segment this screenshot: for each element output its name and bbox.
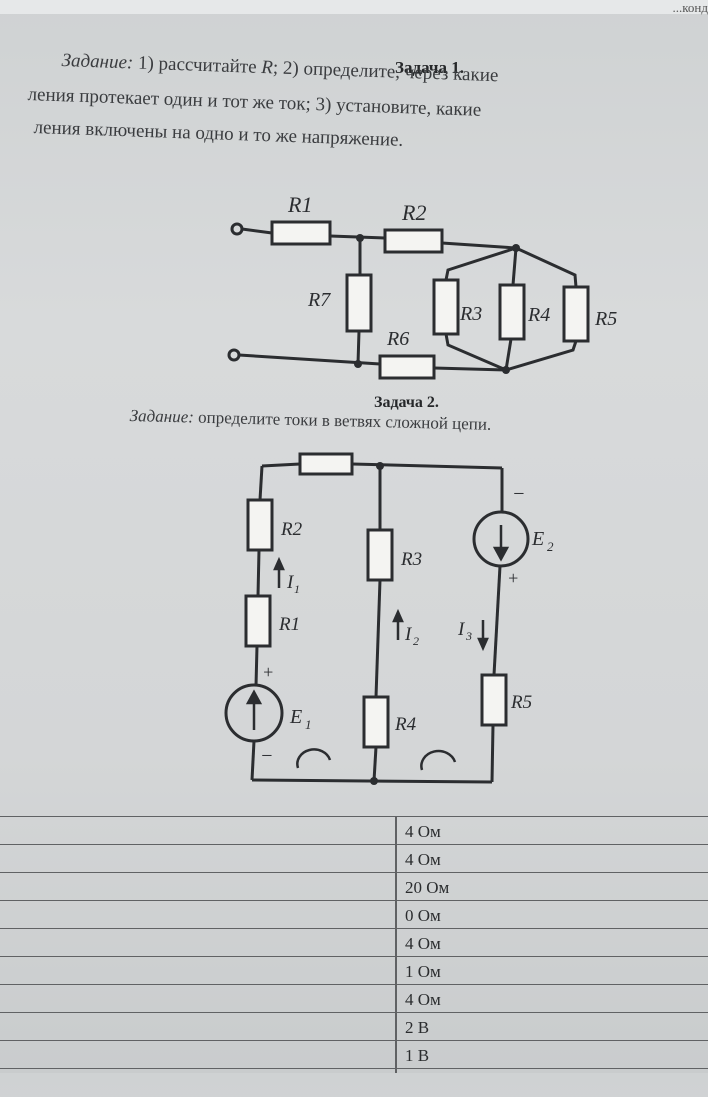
resistor-r3 <box>432 278 460 336</box>
label-i3: I <box>457 619 466 640</box>
terminal-top <box>230 222 244 236</box>
table-cell: 4 Ом <box>405 934 441 953</box>
resistor-r3-t2 <box>366 528 394 582</box>
table-cell: 1 Ом <box>405 962 441 981</box>
label-r6: R6 <box>386 328 409 350</box>
label-i2-sub: 2 <box>413 634 419 648</box>
label-r5: R5 <box>594 308 617 330</box>
label-e1: E <box>289 706 302 728</box>
label-i2: I <box>404 624 413 645</box>
label-t2-r2: R2 <box>280 519 303 540</box>
table-row <box>0 984 708 1013</box>
table-row <box>0 1012 708 1041</box>
label-e1-sub: 1 <box>305 717 312 732</box>
table-cell: 2 В <box>405 1018 430 1037</box>
task2-title: Задача 2. <box>374 394 439 411</box>
table-row <box>0 900 708 929</box>
resistor-r2 <box>383 228 444 254</box>
table-row <box>0 956 708 985</box>
label-e2-minus: − <box>512 483 526 505</box>
source-e2 <box>472 510 530 568</box>
resistor-r2-t2 <box>246 498 274 552</box>
label-t2-r1: R1 <box>278 614 300 635</box>
task1-title: Задача 1. <box>395 58 464 77</box>
resistor-r7 <box>345 273 373 333</box>
label-r2: R2 <box>401 200 426 225</box>
label-t2-r4: R4 <box>394 714 417 735</box>
resistor-top <box>298 452 354 476</box>
table-cell: 4 Ом <box>405 990 441 1009</box>
label-r3: R3 <box>459 303 482 325</box>
loop-arrow-right <box>420 749 457 771</box>
loop-arrow-left <box>296 748 332 769</box>
table-cell: 4 Ом <box>405 822 441 841</box>
table-cell: 0 Ом <box>405 906 441 925</box>
label-i3-sub: 3 <box>465 629 472 643</box>
table-row <box>0 844 708 873</box>
label-e2-sub: 2 <box>547 539 554 554</box>
label-r4: R4 <box>527 304 550 326</box>
resistor-r5 <box>562 285 590 343</box>
task2-label: Задание: <box>129 406 195 427</box>
table-row <box>0 1068 708 1097</box>
label-e2-plus: + <box>507 568 519 588</box>
label-e1-plus: + <box>262 662 274 682</box>
label-t2-r5: R5 <box>510 692 532 713</box>
label-t2-r3: R3 <box>400 549 422 570</box>
table-row <box>0 1040 708 1069</box>
label-i1: I <box>286 572 295 593</box>
label-i1-sub: 1 <box>294 582 300 596</box>
resistor-r5-t2 <box>480 673 508 727</box>
circuit-diagrams: R1 R2 R3 R4 R5 R6 R7 R2 R1 R3 R4 R5 E 1 … <box>224 192 617 785</box>
page-top-edge <box>0 0 708 14</box>
resistor-r6 <box>378 354 436 380</box>
resistor-r1 <box>270 220 332 246</box>
resistor-r4 <box>498 283 526 341</box>
table-cell: 1 В <box>405 1046 430 1065</box>
label-r1: R1 <box>287 192 312 217</box>
table-cell: 20 Ом <box>405 878 450 897</box>
table-cell: 4 Ом <box>405 850 441 869</box>
resistor-r1-t2 <box>244 594 272 648</box>
terminal-bottom <box>227 348 241 362</box>
resistor-r4-t2 <box>362 695 390 749</box>
table-row <box>0 816 708 845</box>
table-row <box>0 928 708 957</box>
table-divider <box>395 816 397 1073</box>
label-e1-minus: − <box>260 745 274 767</box>
table-row <box>0 872 708 901</box>
label-r7: R7 <box>307 289 331 311</box>
corner-text: ...конд <box>672 0 708 15</box>
label-e2: E <box>531 528 544 550</box>
